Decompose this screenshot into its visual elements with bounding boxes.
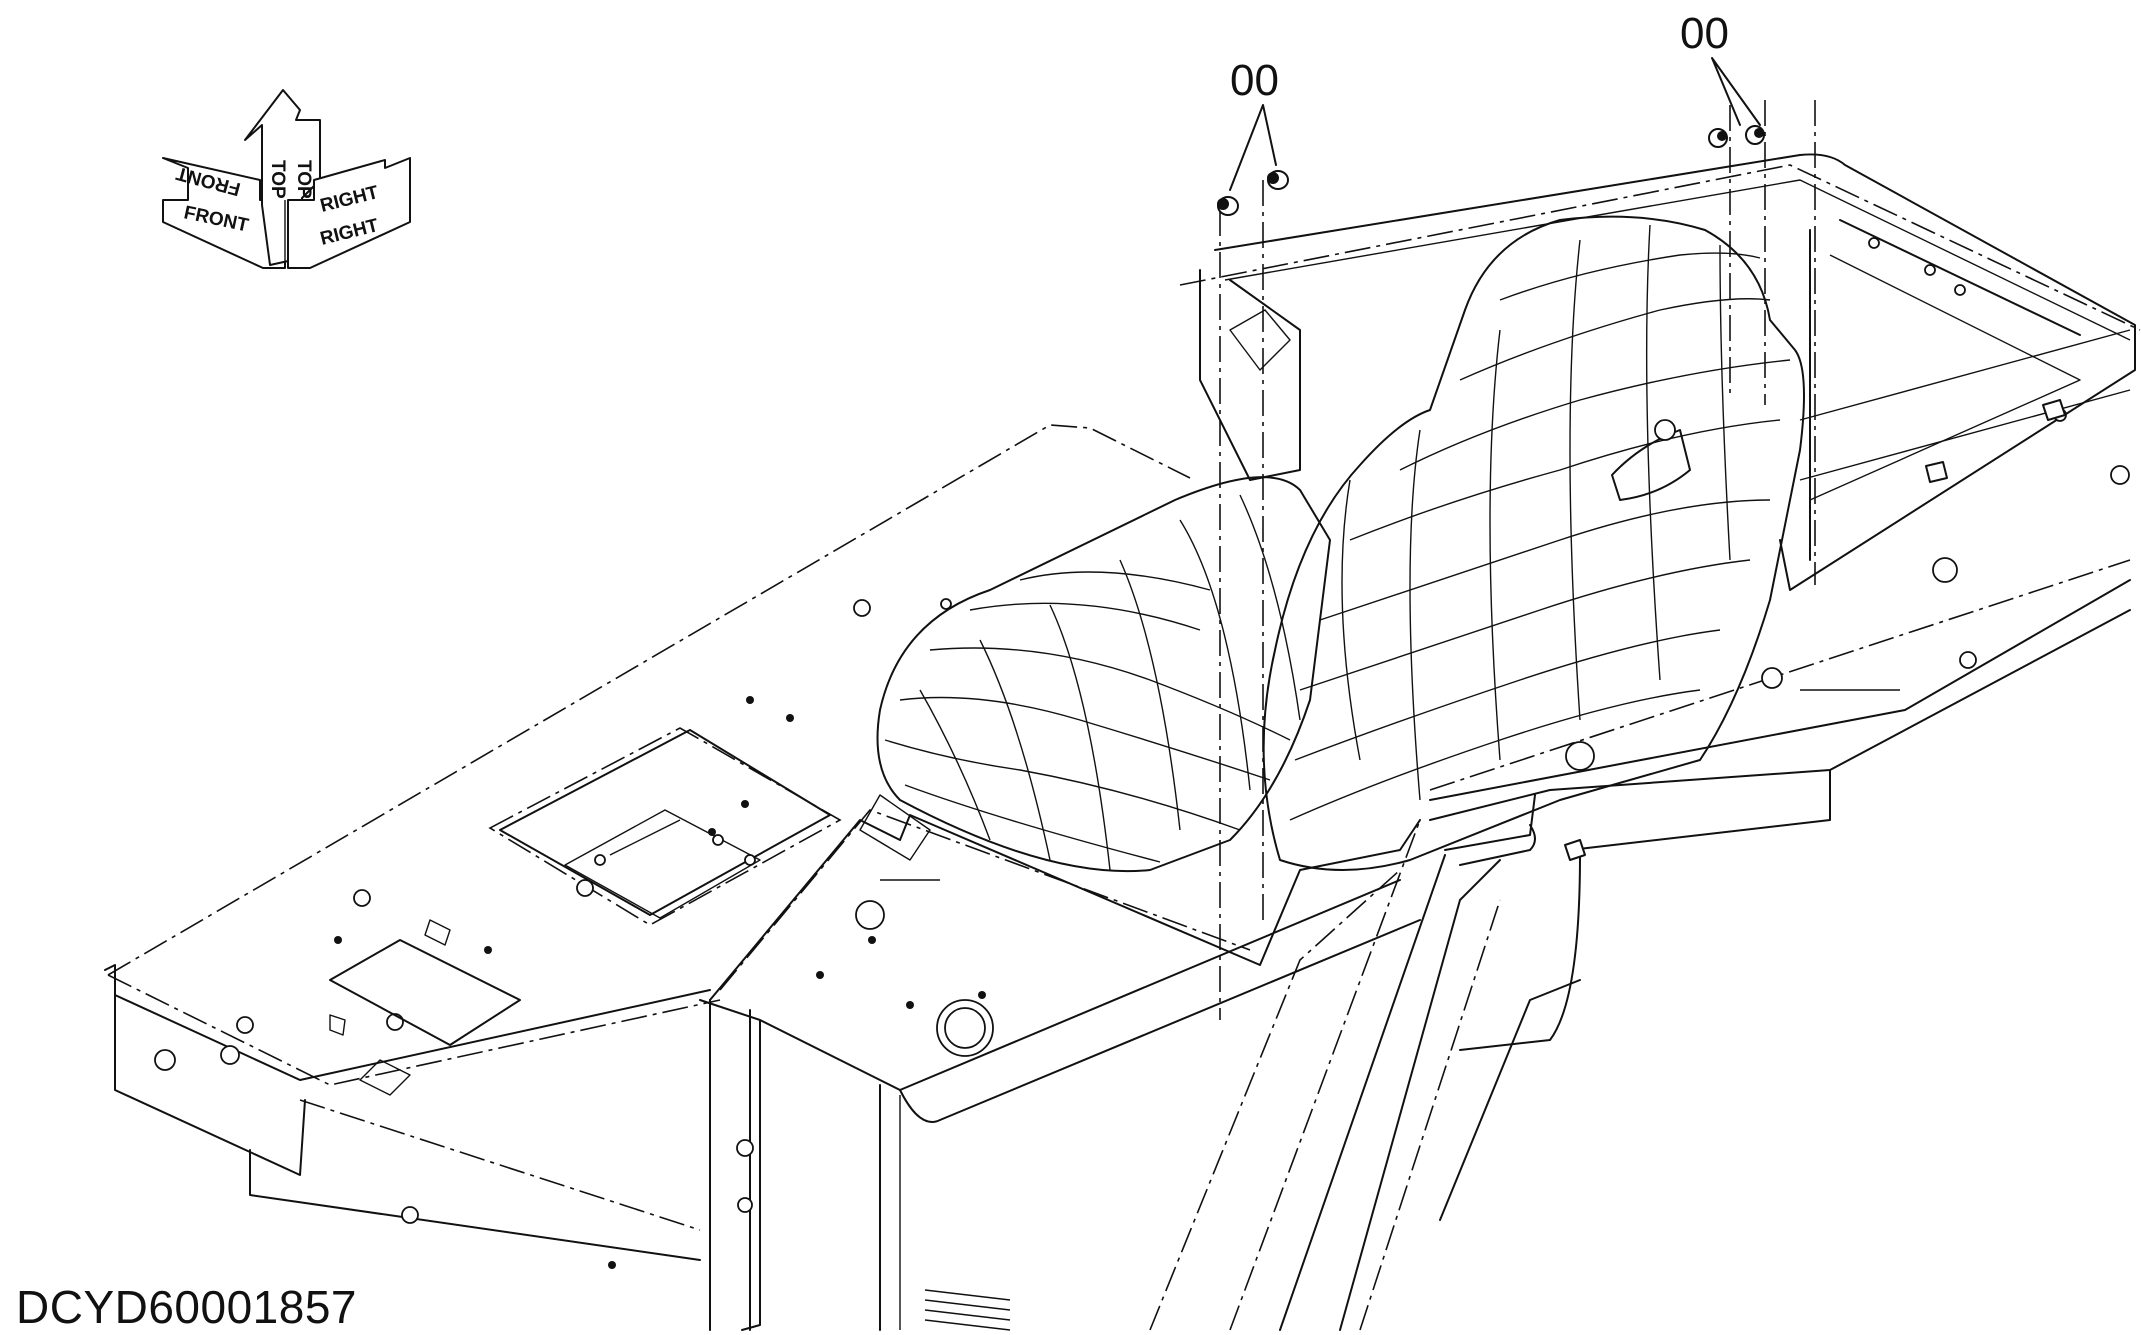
seat-slide-rails (1149, 819, 1581, 1331)
floor-plate (104, 424, 1191, 1269)
seat-backrest (1262, 215, 1805, 871)
front-arrow-icon (162, 157, 286, 269)
orientation-indicator: FRONT FRONT TOP TOP RIGHT RIGHT (162, 89, 411, 269)
callout-rear: 00 (1680, 9, 1761, 126)
callout-front: 00 (1229, 56, 1279, 191)
seat-bolts-rear (1708, 125, 1765, 148)
callout-label: 00 (1680, 9, 1729, 58)
drawing-number: DCYD60001857 (16, 1281, 358, 1333)
seat-bolts-front (1217, 170, 1289, 216)
callout-label: 00 (1230, 56, 1279, 105)
top-label-mirrored: TOP (293, 160, 314, 199)
top-label: TOP (267, 160, 288, 199)
seat-rear-frame (1179, 100, 2141, 591)
right-arrow-icon (287, 157, 411, 269)
floor-access-panel (329, 727, 842, 1096)
seat-cushion (876, 476, 1331, 873)
bolt-leader-lines (1219, 100, 1766, 1020)
left-side-console (699, 794, 1421, 1331)
right-side-console (1429, 557, 2131, 1051)
